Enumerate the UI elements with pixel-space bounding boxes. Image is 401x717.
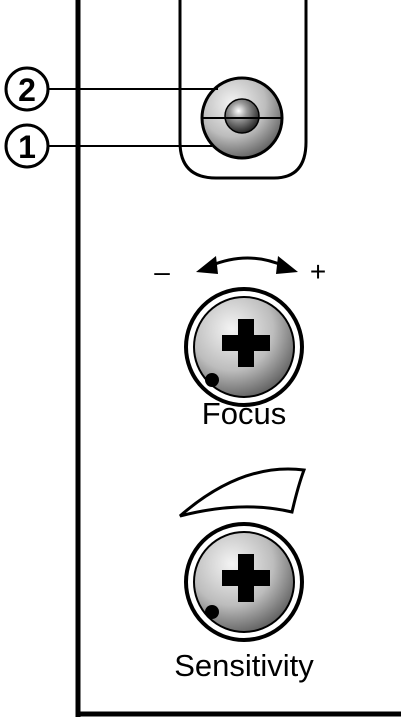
plus-screw-icon [222,319,270,367]
position-dot-icon [205,373,219,387]
plus-screw-icon [222,554,270,602]
callout-1-number: 1 [18,129,36,165]
focus-knob[interactable] [184,287,304,407]
sensitivity-wedge-icon [179,467,307,518]
led-indicator [200,76,284,160]
callout-2: 2 [4,66,218,112]
callout-1: 1 [4,123,212,169]
bidirectional-arrow-icon [196,256,298,274]
focus-adjustment: – + Focus [154,256,326,431]
callout-2-number: 2 [18,72,36,108]
sensitivity-knob[interactable] [184,522,304,642]
sensitivity-label: Sensitivity [174,648,314,683]
focus-minus-label: – [154,256,170,287]
position-dot-icon [205,605,219,619]
sensitivity-adjustment: Sensitivity [174,467,314,683]
indicator-window [178,0,308,180]
focus-plus-label: + [310,256,326,287]
focus-label: Focus [202,396,286,431]
